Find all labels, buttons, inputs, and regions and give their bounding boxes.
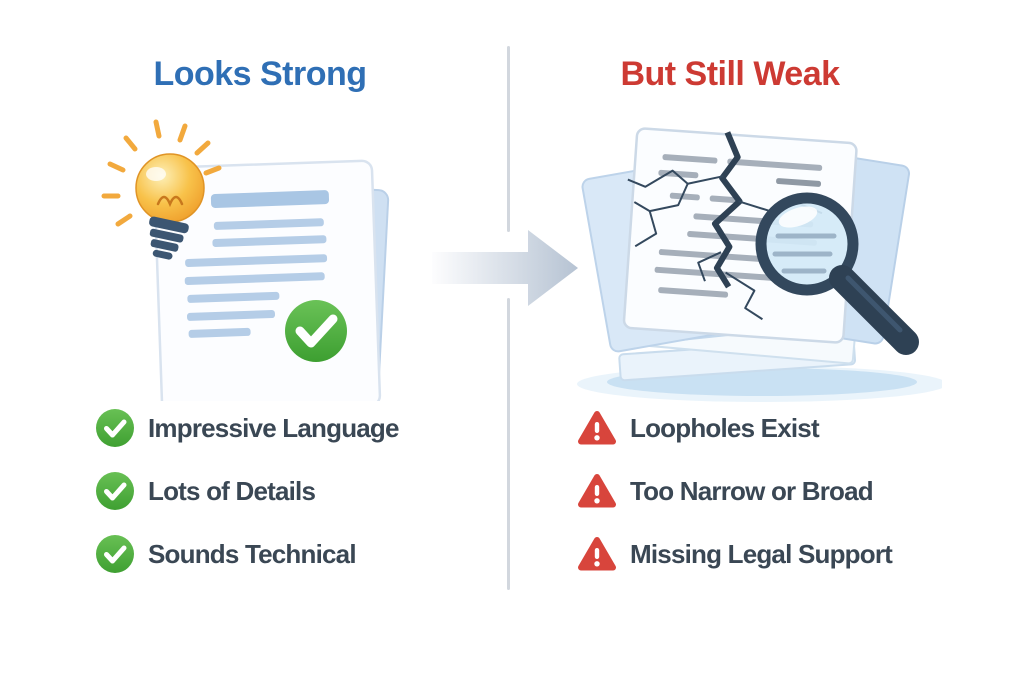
weak-documents-illustration xyxy=(577,127,942,402)
warning-triangle-icon xyxy=(578,474,616,508)
list-item: Lots of Details xyxy=(95,471,399,511)
right-panel-title: But Still Weak xyxy=(620,55,840,93)
left-feature-list: Impressive Language Lots of Details Soun… xyxy=(95,408,399,597)
list-item: Loopholes Exist xyxy=(577,408,892,448)
list-item: Impressive Language xyxy=(95,408,399,448)
feature-label: Impressive Language xyxy=(148,412,399,443)
check-circle-icon xyxy=(96,535,134,573)
lightbulb-icon xyxy=(101,119,222,260)
transition-arrow-icon xyxy=(432,230,578,306)
feature-label: Sounds Technical xyxy=(148,538,357,569)
right-feature-list: Loopholes Exist Too Narrow or Broad Miss… xyxy=(577,408,893,597)
center-divider-bottom xyxy=(507,298,510,590)
check-circle-icon xyxy=(96,472,134,510)
list-item: Too Narrow or Broad xyxy=(577,471,892,511)
feature-label: Missing Legal Support xyxy=(630,538,893,569)
warning-triangle-icon xyxy=(578,537,616,571)
left-panel-title: Looks Strong xyxy=(153,55,367,93)
magnifying-glass-icon xyxy=(755,192,919,355)
feature-label: Lots of Details xyxy=(148,475,316,506)
center-divider-top xyxy=(507,46,510,232)
list-item: Sounds Technical xyxy=(95,534,399,574)
feature-label: Too Narrow or Broad xyxy=(630,475,874,506)
warning-triangle-icon xyxy=(578,411,616,445)
check-circle-icon xyxy=(96,409,134,447)
feature-label: Loopholes Exist xyxy=(630,412,820,443)
strong-document-illustration xyxy=(101,119,390,401)
crack-main xyxy=(711,131,743,289)
list-item: Missing Legal Support xyxy=(577,534,893,574)
check-badge-icon xyxy=(285,300,347,362)
